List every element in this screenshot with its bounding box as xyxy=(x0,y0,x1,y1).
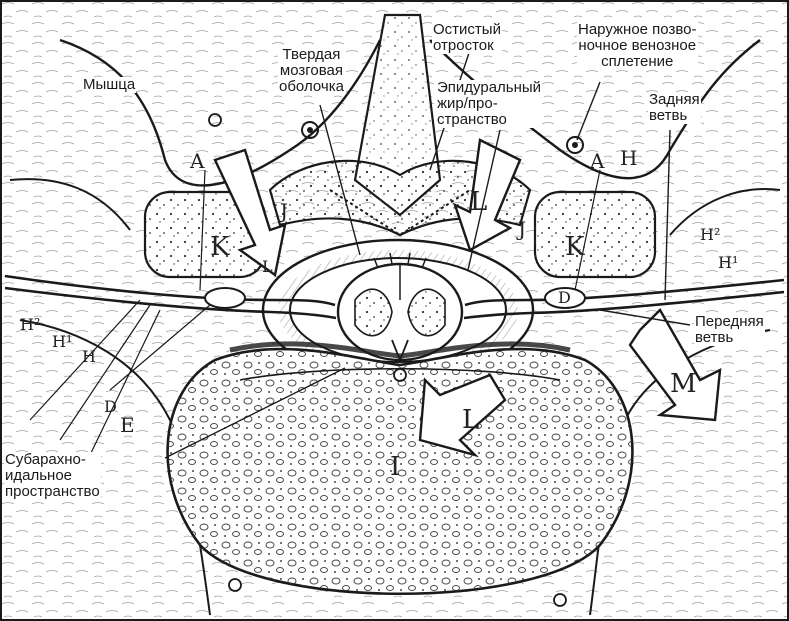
label-dura-mater: Твердая мозговая оболочка xyxy=(278,47,345,95)
letter-m: M xyxy=(670,369,697,399)
label-posterior-ramus: Задняя ветвь xyxy=(648,92,701,124)
left-dorsal-root-ganglion xyxy=(205,288,245,308)
letter-i: I xyxy=(390,452,400,482)
letter-l-top-right: L xyxy=(470,187,487,217)
letter-l-bottom: L xyxy=(462,405,479,435)
letter-h2-left: H² xyxy=(20,315,40,334)
letter-j-right: J xyxy=(516,217,526,241)
letter-h2-right: H² xyxy=(700,225,720,244)
letter-k-left: K xyxy=(210,232,230,262)
letter-d-right: D xyxy=(558,288,571,307)
letter-d-left: D xyxy=(104,397,117,416)
letter-a-right: A xyxy=(589,149,605,173)
label-epidural-fat: Эпидуральный жир/про- странство xyxy=(436,80,542,128)
letter-h-right-top: H xyxy=(620,146,637,170)
letter-l-top-left: L xyxy=(262,257,273,276)
letter-h1-left: H¹ xyxy=(52,332,72,351)
label-anterior-ramus: Передняя ветвь xyxy=(694,314,765,346)
label-muscle: Мышца xyxy=(82,77,136,93)
label-external-venous-plexus: Наружное позво- ночное венозное сплетени… xyxy=(577,22,698,70)
label-spinous-process: Остистый отросток xyxy=(432,22,502,54)
letter-k-right: K xyxy=(565,232,585,262)
letter-j-left: J xyxy=(278,199,288,223)
label-subarachnoid-space: Субарахно- идальное пространство xyxy=(4,452,101,500)
letter-e: E xyxy=(120,413,135,437)
letter-h-left: H xyxy=(82,347,96,366)
letter-h1-right: H¹ xyxy=(718,253,738,272)
letter-a-left: A xyxy=(189,149,205,173)
